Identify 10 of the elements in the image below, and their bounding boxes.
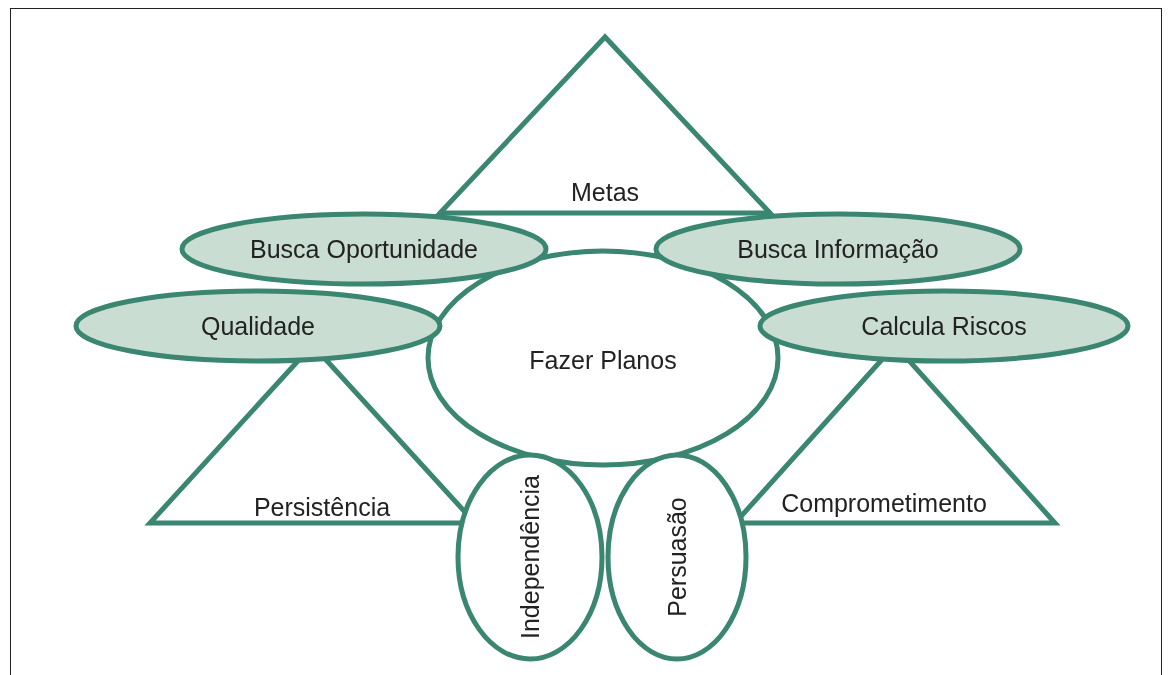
node-label: Calcula Riscos bbox=[861, 311, 1027, 341]
node-label: Busca Oportunidade bbox=[250, 234, 478, 264]
node-label: Persuasão bbox=[662, 497, 692, 617]
node-label: Qualidade bbox=[201, 311, 315, 341]
node-label: Metas bbox=[570, 177, 640, 207]
node-label: Busca Informação bbox=[737, 234, 939, 264]
node-label: Persistência bbox=[253, 492, 391, 522]
node-label: Comprometimento bbox=[781, 488, 987, 518]
node-label: Independência bbox=[515, 475, 545, 639]
node-label: Fazer Planos bbox=[529, 345, 677, 375]
